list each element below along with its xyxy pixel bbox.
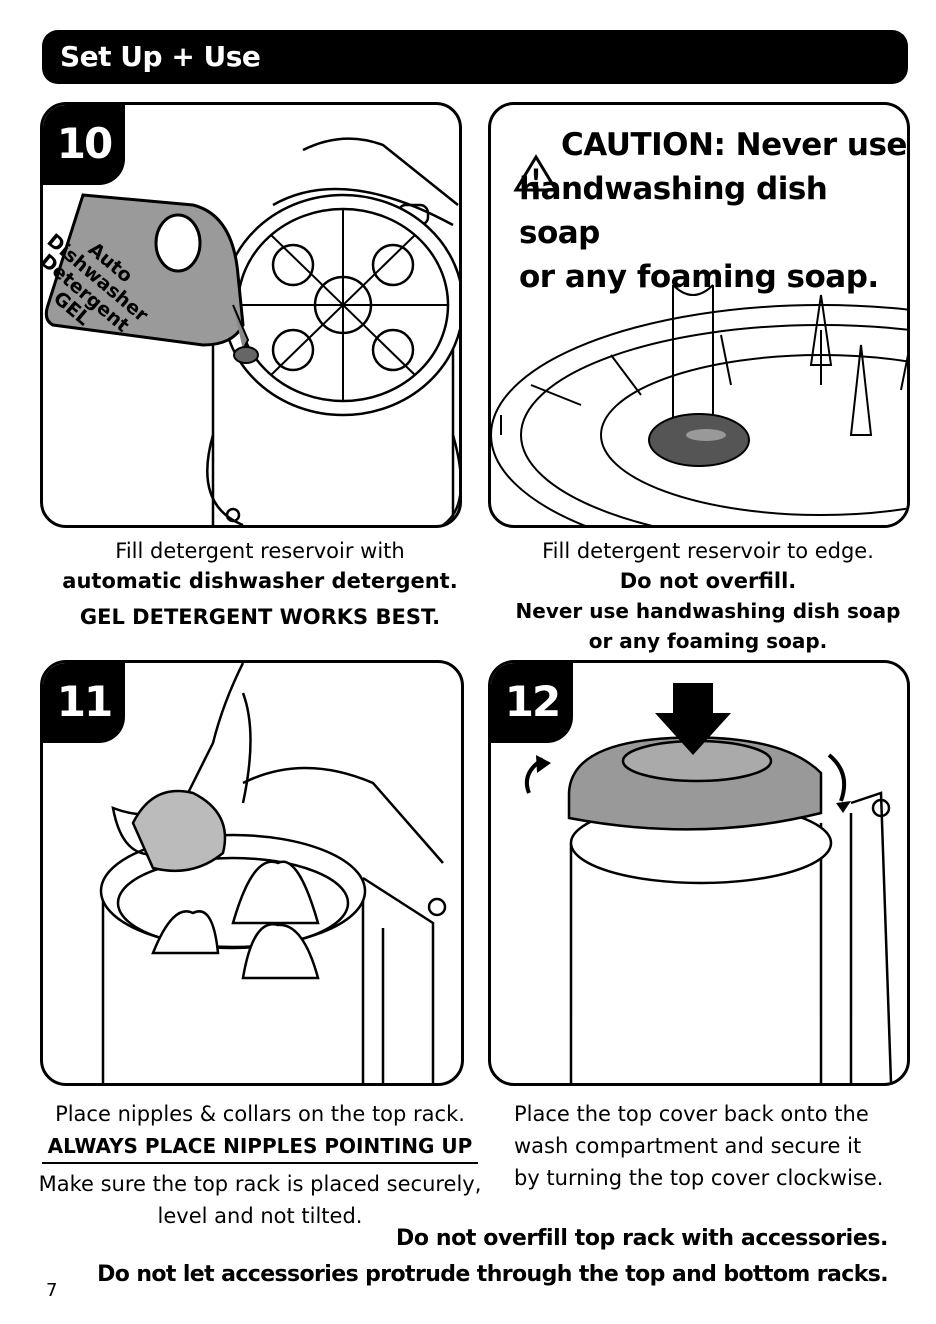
caption-line: Place nipples & collars on the top rack. [20,1098,500,1130]
caution-line: handwashing dish soap [519,167,907,255]
caption-line-bold: or any foaming soap. [488,626,928,656]
caption-line: Fill detergent reservoir with [40,536,480,566]
caption-line-bold: automatic dishwasher detergent. [40,566,480,596]
caution-panel: ! CAUTION: Never use handwashing dish so… [488,102,910,528]
step-10-caption: Fill detergent reservoir with automatic … [40,536,480,632]
caution-text: CAUTION: Never use handwashing dish soap… [519,123,907,299]
caption-line: Place the top cover back onto the [514,1098,914,1130]
caption-line: wash compartment and secure it [514,1130,914,1162]
caution-caption: Fill detergent reservoir to edge. Do not… [488,536,928,656]
step-number: 10 [43,105,125,185]
warning-line: Do not let accessories protrude through … [97,1262,888,1287]
step-number: 12 [491,663,573,743]
step-11-panel: 11 [40,660,464,1086]
page-number: 7 [46,1280,57,1301]
step-12-panel: 12 [488,660,910,1086]
caption-line-bold: ALWAYS PLACE NIPPLES POINTING UP [42,1130,479,1164]
caution-line: CAUTION: Never use [519,123,907,167]
caption-line: by turning the top cover clockwise. [514,1162,914,1194]
warning-line: Do not overfill top rack with accessorie… [396,1226,888,1251]
step-number: 11 [43,663,125,743]
caution-line: or any foaming soap. [519,255,907,299]
step-10-panel: 10 Auto Dishwasher Detergent GEL [40,102,462,528]
section-title: Set Up + Use [60,40,260,73]
caption-line-bold: Do not overfill. [488,566,928,596]
section-header: Set Up + Use [42,30,908,84]
caption-line: Fill detergent reservoir to edge. [488,536,928,566]
step-11-caption: Place nipples & collars on the top rack.… [20,1098,500,1232]
step-12-caption: Place the top cover back onto the wash c… [514,1098,914,1194]
caption-line: Make sure the top rack is placed securel… [20,1168,500,1200]
caption-line-bold: Never use handwashing dish soap [488,596,928,626]
caption-line-bold: GEL DETERGENT WORKS BEST. [40,602,480,632]
